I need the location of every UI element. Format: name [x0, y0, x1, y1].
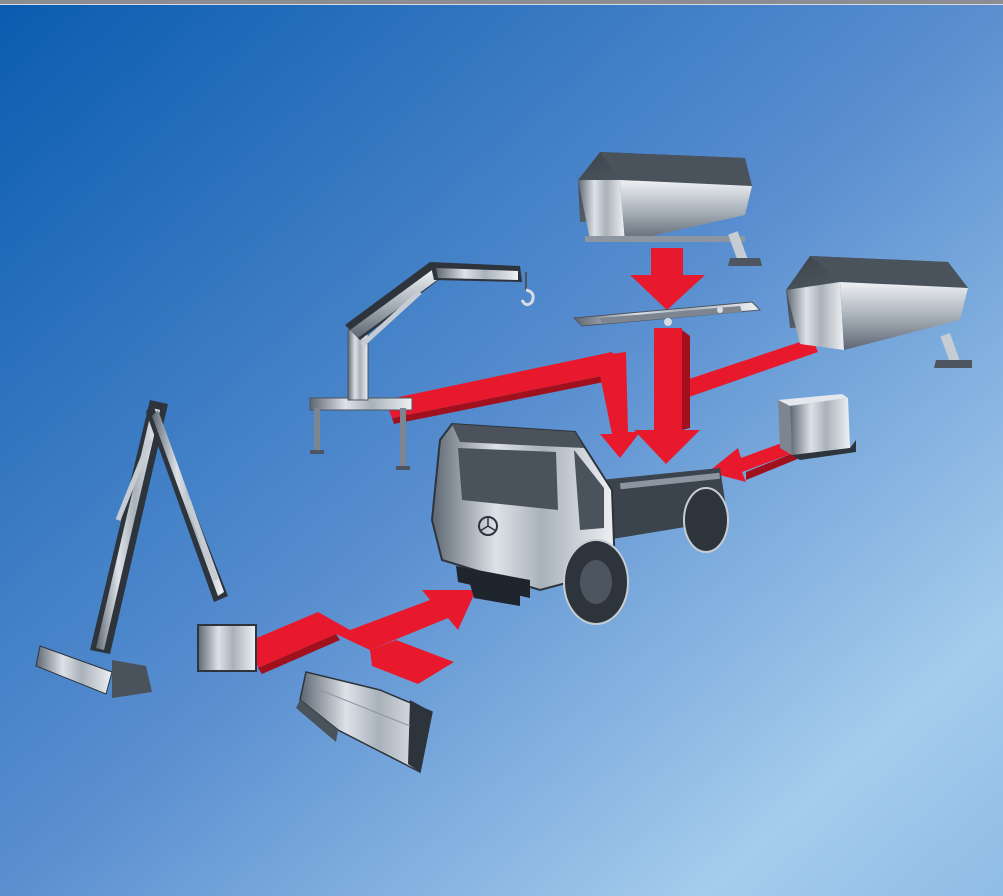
small-box: [778, 394, 856, 460]
